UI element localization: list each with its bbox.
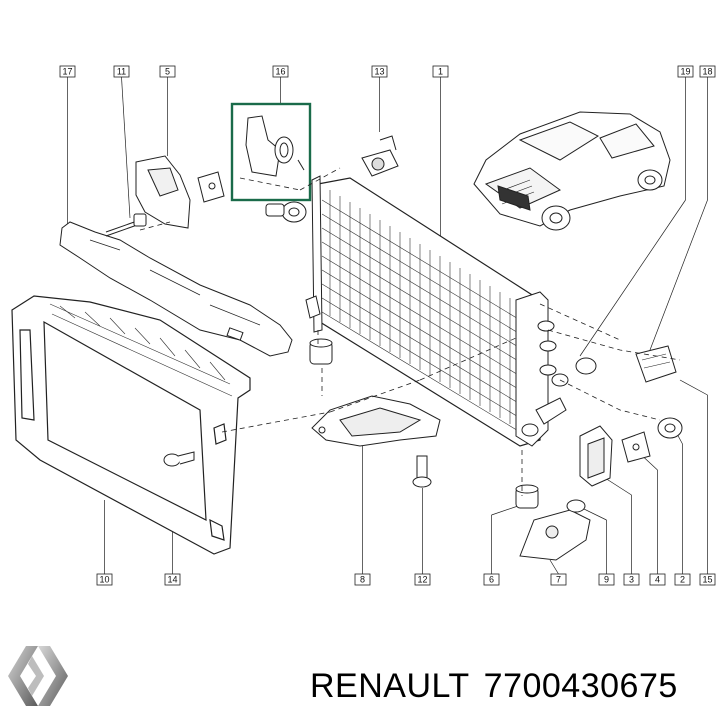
callout-3-label: 3 xyxy=(629,575,634,585)
part-11-bolt xyxy=(105,213,147,237)
part-3-bracket xyxy=(579,425,613,487)
callout-7-label: 7 xyxy=(556,575,561,585)
callout-12: 12 xyxy=(414,488,431,586)
callout-2: 2 xyxy=(674,431,691,586)
callout-10: 10 xyxy=(96,500,113,586)
part-16-highlight-box xyxy=(230,102,312,202)
callout-7: 7 xyxy=(549,559,567,586)
callout-18-label: 18 xyxy=(702,67,712,77)
callout-18: 18 xyxy=(649,65,716,351)
callout-2-label: 2 xyxy=(680,575,685,585)
callout-10-label: 10 xyxy=(99,575,109,585)
part-5-bracket xyxy=(135,155,225,229)
callout-5-label: 5 xyxy=(165,67,170,77)
callout-12-label: 12 xyxy=(417,575,427,585)
callout-8-label: 8 xyxy=(360,575,365,585)
callout-6-label: 6 xyxy=(489,575,494,585)
car-illustration xyxy=(473,111,671,231)
callout-16-label: 16 xyxy=(275,67,285,77)
part-13-sensor xyxy=(361,135,399,177)
part-14-screw xyxy=(163,451,195,467)
brand-name: RENAULT xyxy=(310,666,470,705)
part-17-cross-member xyxy=(59,221,293,357)
callout-19-label: 19 xyxy=(680,67,690,77)
callout-15: 15 xyxy=(679,379,716,586)
renault-diamond-icon xyxy=(8,646,68,706)
callout-9: 9 xyxy=(581,507,615,586)
callout-17-label: 17 xyxy=(62,67,72,77)
callout-1-label: 1 xyxy=(438,67,443,77)
callout-9-label: 9 xyxy=(604,575,609,585)
callout-13-label: 13 xyxy=(374,67,384,77)
part-2-bushing xyxy=(657,417,683,439)
part-16-clip xyxy=(245,115,305,177)
callout-19: 19 xyxy=(579,65,694,357)
part-18-pad xyxy=(635,345,677,383)
footer-brand-line: RENAULT 7700430675 xyxy=(310,664,715,708)
callout-4: 4 xyxy=(635,449,666,586)
part-1-radiator xyxy=(305,175,567,447)
callout-11: 11 xyxy=(113,65,131,219)
callout-15-label: 15 xyxy=(702,575,712,585)
callout-1: 1 xyxy=(432,65,449,240)
assembly-dashed-lines xyxy=(139,167,681,496)
part-8-lower-bracket xyxy=(311,395,441,447)
callout-6: 6 xyxy=(483,505,519,586)
bushing-lower-left xyxy=(309,338,333,365)
part-12-bolt xyxy=(412,455,432,488)
callout-16: 16 xyxy=(272,65,289,104)
callout-8: 8 xyxy=(354,440,371,586)
part-9-nut xyxy=(566,499,586,513)
bushing-upper xyxy=(265,201,307,223)
part-6-bushing xyxy=(515,484,539,509)
part-number: 7700430675 xyxy=(483,666,678,705)
part-7-bracket xyxy=(519,509,591,561)
callout-5: 5 xyxy=(159,65,176,156)
callout-17: 17 xyxy=(59,65,76,224)
callout-3: 3 xyxy=(604,477,640,586)
callout-14-label: 14 xyxy=(167,575,177,585)
callout-13: 13 xyxy=(371,65,388,132)
callout-11-label: 11 xyxy=(117,67,126,77)
part-10-shroud-frame xyxy=(11,295,251,555)
callout-4-label: 4 xyxy=(655,575,660,585)
part-19-grommet xyxy=(551,357,597,387)
part-4-clip xyxy=(621,431,651,463)
